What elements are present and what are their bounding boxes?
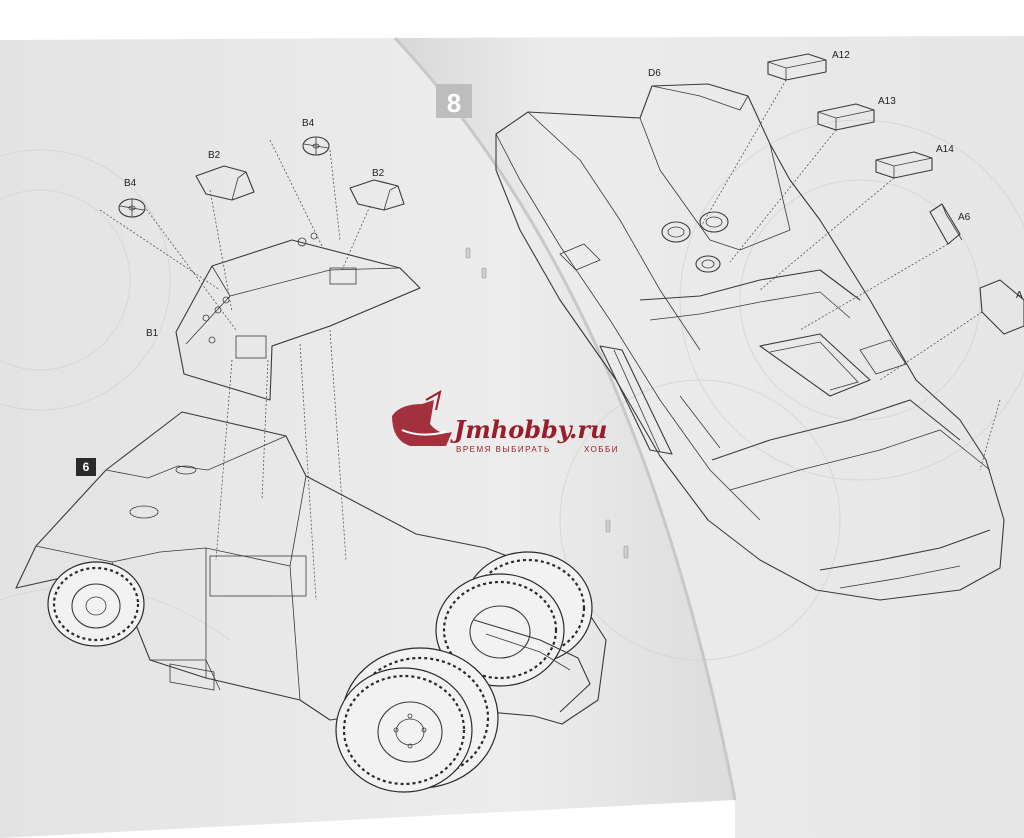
watermark-tagline-left: ВРЕМЯ ВЫБИРАТЬ (456, 445, 551, 454)
book-spine-shadow (393, 36, 737, 801)
cab-shell-d6 (495, 83, 1005, 601)
part-a13: A13 (817, 96, 896, 131)
step-6-badge: 6 (76, 458, 96, 476)
seat-b2-right: B2 (349, 168, 405, 211)
part-label-a12: A12 (832, 50, 850, 61)
part-label-b4-right: B4 (302, 118, 315, 129)
rear-dual-wheel-mid (435, 573, 565, 687)
cab-floor-b1: B1 (146, 232, 421, 401)
part-label-b2-right: B2 (372, 168, 385, 179)
right-page (395, 36, 1024, 838)
part-label-a-cut: A (1016, 290, 1023, 301)
part-label-a13: A13 (878, 96, 896, 107)
step-6-number: 6 (83, 460, 90, 474)
part-a12: A12 (767, 50, 850, 81)
rear-dual-wheel-front (335, 667, 473, 793)
part-label-b1: B1 (146, 328, 159, 339)
part-label-a6: A6 (958, 212, 971, 223)
watermark-tagline-right: ХОББИ (584, 445, 619, 454)
part-a6: A6 (929, 203, 971, 245)
staples (465, 247, 629, 559)
watermark-title: Jmhobby.ru (450, 415, 607, 444)
step-8-badge: 8 (436, 84, 472, 118)
rear-axle (473, 619, 591, 713)
seat-b2-left: B2 (195, 150, 255, 201)
steering-wheel-b4-right: B4 (302, 118, 330, 156)
front-wheel-step-6 (47, 561, 145, 647)
assembly-guide-lines-right (699, 79, 1001, 471)
assembly-guide-lines-left (99, 139, 371, 601)
watermark-logo: Jmhobby.ru ВРЕМЯ ВЫБИРАТЬ ХОББИ (392, 390, 619, 454)
part-label-a14: A14 (936, 144, 954, 155)
chassis-body-step-6 (15, 411, 607, 725)
part-label-b4-left: B4 (124, 178, 137, 189)
part-label-d6: D6 (648, 68, 661, 79)
part-a14: A14 (875, 144, 954, 179)
steering-wheel-b4-left: B4 (118, 178, 146, 218)
step-8-number: 8 (447, 88, 461, 118)
part-label-b2-left: B2 (208, 150, 221, 161)
